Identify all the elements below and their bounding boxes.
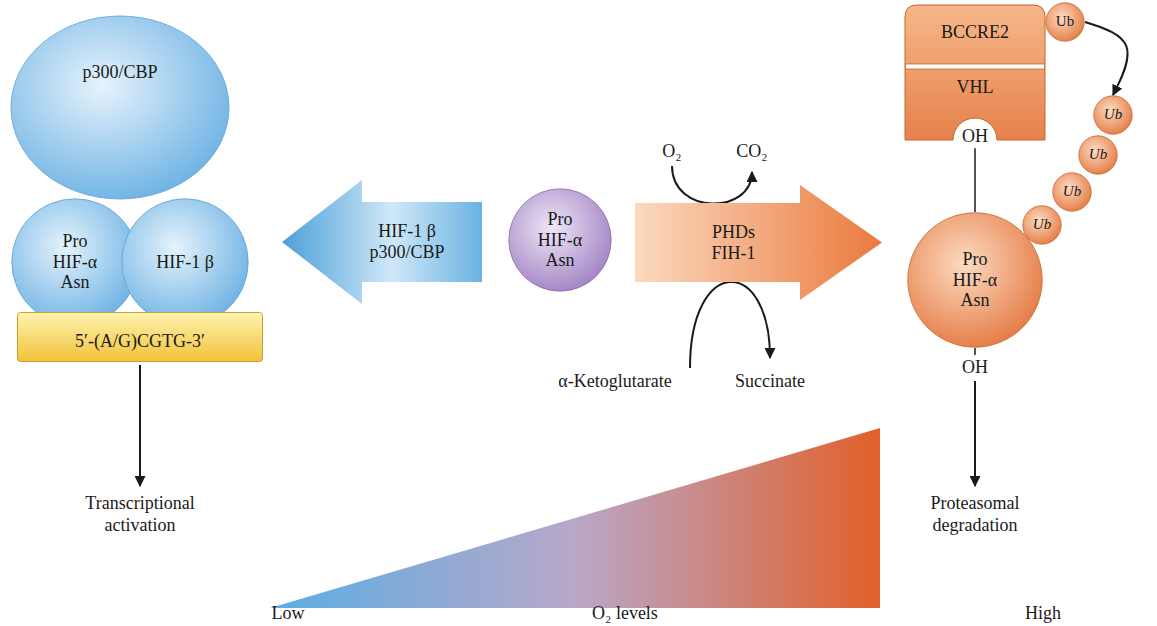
circle-shape	[1053, 173, 1091, 211]
arrow-shape	[282, 180, 482, 304]
node-text-area: p300/CBP	[10, 15, 230, 200]
ubiquitin-circle: Ub	[1078, 135, 1118, 175]
scale-label: O₂ levels	[592, 603, 658, 625]
molecule-label: O₂	[662, 141, 681, 163]
complex-box-shape	[905, 5, 1045, 140]
connector	[1085, 22, 1128, 95]
outcome-label: Proteasomal degradation	[905, 493, 1045, 536]
node-text: Ub	[1089, 146, 1107, 163]
node-text-area: Pro HIF-α Asn	[907, 212, 1043, 348]
circle-shape	[122, 199, 248, 325]
node-text: BCCRE2	[941, 22, 1009, 43]
scale-label: Low	[272, 603, 305, 625]
pathway-arrow: HIF-1 β p300/CBP	[282, 180, 482, 304]
molecule-label: Succinate	[735, 371, 805, 393]
circle-shape	[509, 189, 611, 291]
node-text-area: BCCRE2VHL	[905, 5, 1045, 140]
node-text: Ub	[1056, 13, 1074, 30]
node-text: Ub	[1104, 106, 1122, 123]
protein-circle: HIF-1 β	[121, 198, 249, 326]
node-text: PHDs FIH-1	[706, 222, 761, 263]
pathway-arrow: PHDs FIH-1	[635, 185, 882, 300]
connector-label: OH	[960, 126, 990, 148]
hydroxyl-label: OH	[962, 357, 988, 379]
node-text-area: Ub	[1078, 135, 1118, 175]
ubiquitin-circle: Ub	[1045, 2, 1085, 42]
node-text: Pro HIF-α Asn	[44, 231, 106, 293]
ligase-complex-box: BCCRE2VHL	[905, 5, 1045, 140]
node-text: Pro HIF-α Asn	[944, 249, 1006, 311]
molecule-label: CO₂	[736, 141, 767, 163]
protein-circle: Pro HIF-α Asn	[907, 212, 1043, 348]
ubiquitin-circle: Ub	[1093, 95, 1133, 135]
reaction-curve	[690, 282, 770, 368]
ubiquitin-circle: Ub	[1052, 172, 1092, 212]
node-outline	[10, 15, 230, 200]
outcome-arrow	[974, 381, 976, 486]
circle-shape	[1023, 206, 1061, 244]
bond-line	[974, 348, 976, 355]
circle-shape	[1079, 136, 1117, 174]
node-text-area: HIF-1 β	[121, 198, 249, 326]
node-text: p300/CBP	[82, 62, 157, 83]
arrow-shape	[635, 185, 882, 300]
node-text: Ub	[1033, 216, 1051, 233]
rect-shape	[18, 313, 263, 362]
node-text: VHL	[957, 77, 994, 98]
outcome-arrow	[139, 365, 141, 486]
circle-shape	[12, 199, 138, 325]
node-text: 5′-(A/G)CGTG-3′	[75, 331, 205, 352]
protein-circle: Pro HIF-α Asn	[508, 188, 612, 292]
connector	[974, 140, 976, 212]
protein-circle: Pro HIF-α Asn	[11, 198, 139, 326]
node-text-area: HIF-1 β p300/CBP	[282, 180, 482, 304]
node-text-area: 5′-(A/G)CGTG-3′	[17, 312, 263, 362]
node-text-area: Pro HIF-α Asn	[508, 188, 612, 292]
circle-shape	[1094, 96, 1132, 134]
node-outline	[635, 185, 882, 300]
circle-shape	[1046, 3, 1084, 41]
molecule-label: α-Ketoglutarate	[558, 371, 671, 393]
node-text-area: Pro HIF-α Asn	[11, 198, 139, 326]
node-text: Ub	[1063, 183, 1081, 200]
node-text: Pro HIF-α Asn	[529, 209, 591, 271]
node-text-area: PHDs FIH-1	[635, 185, 882, 300]
circle-shape	[908, 213, 1042, 347]
node-text-area: Ub	[1093, 95, 1133, 135]
coactivator-ellipse: p300/CBP	[10, 15, 230, 200]
scale-label: High	[1025, 603, 1061, 625]
oxygen-gradient-wedge	[270, 428, 880, 608]
reaction-curve	[672, 166, 752, 204]
node-text-area: Ub	[1045, 2, 1085, 42]
node-text: HIF-1 β p300/CBP	[362, 221, 452, 262]
outcome-label: Transcriptional activation	[65, 493, 215, 536]
node-text-area: Ub	[1052, 172, 1092, 212]
dna-element-box: 5′-(A/G)CGTG-3′	[17, 312, 263, 362]
node-text: HIF-1 β	[156, 252, 214, 273]
ellipse-shape	[11, 16, 229, 199]
subunit-divider	[906, 64, 1045, 69]
